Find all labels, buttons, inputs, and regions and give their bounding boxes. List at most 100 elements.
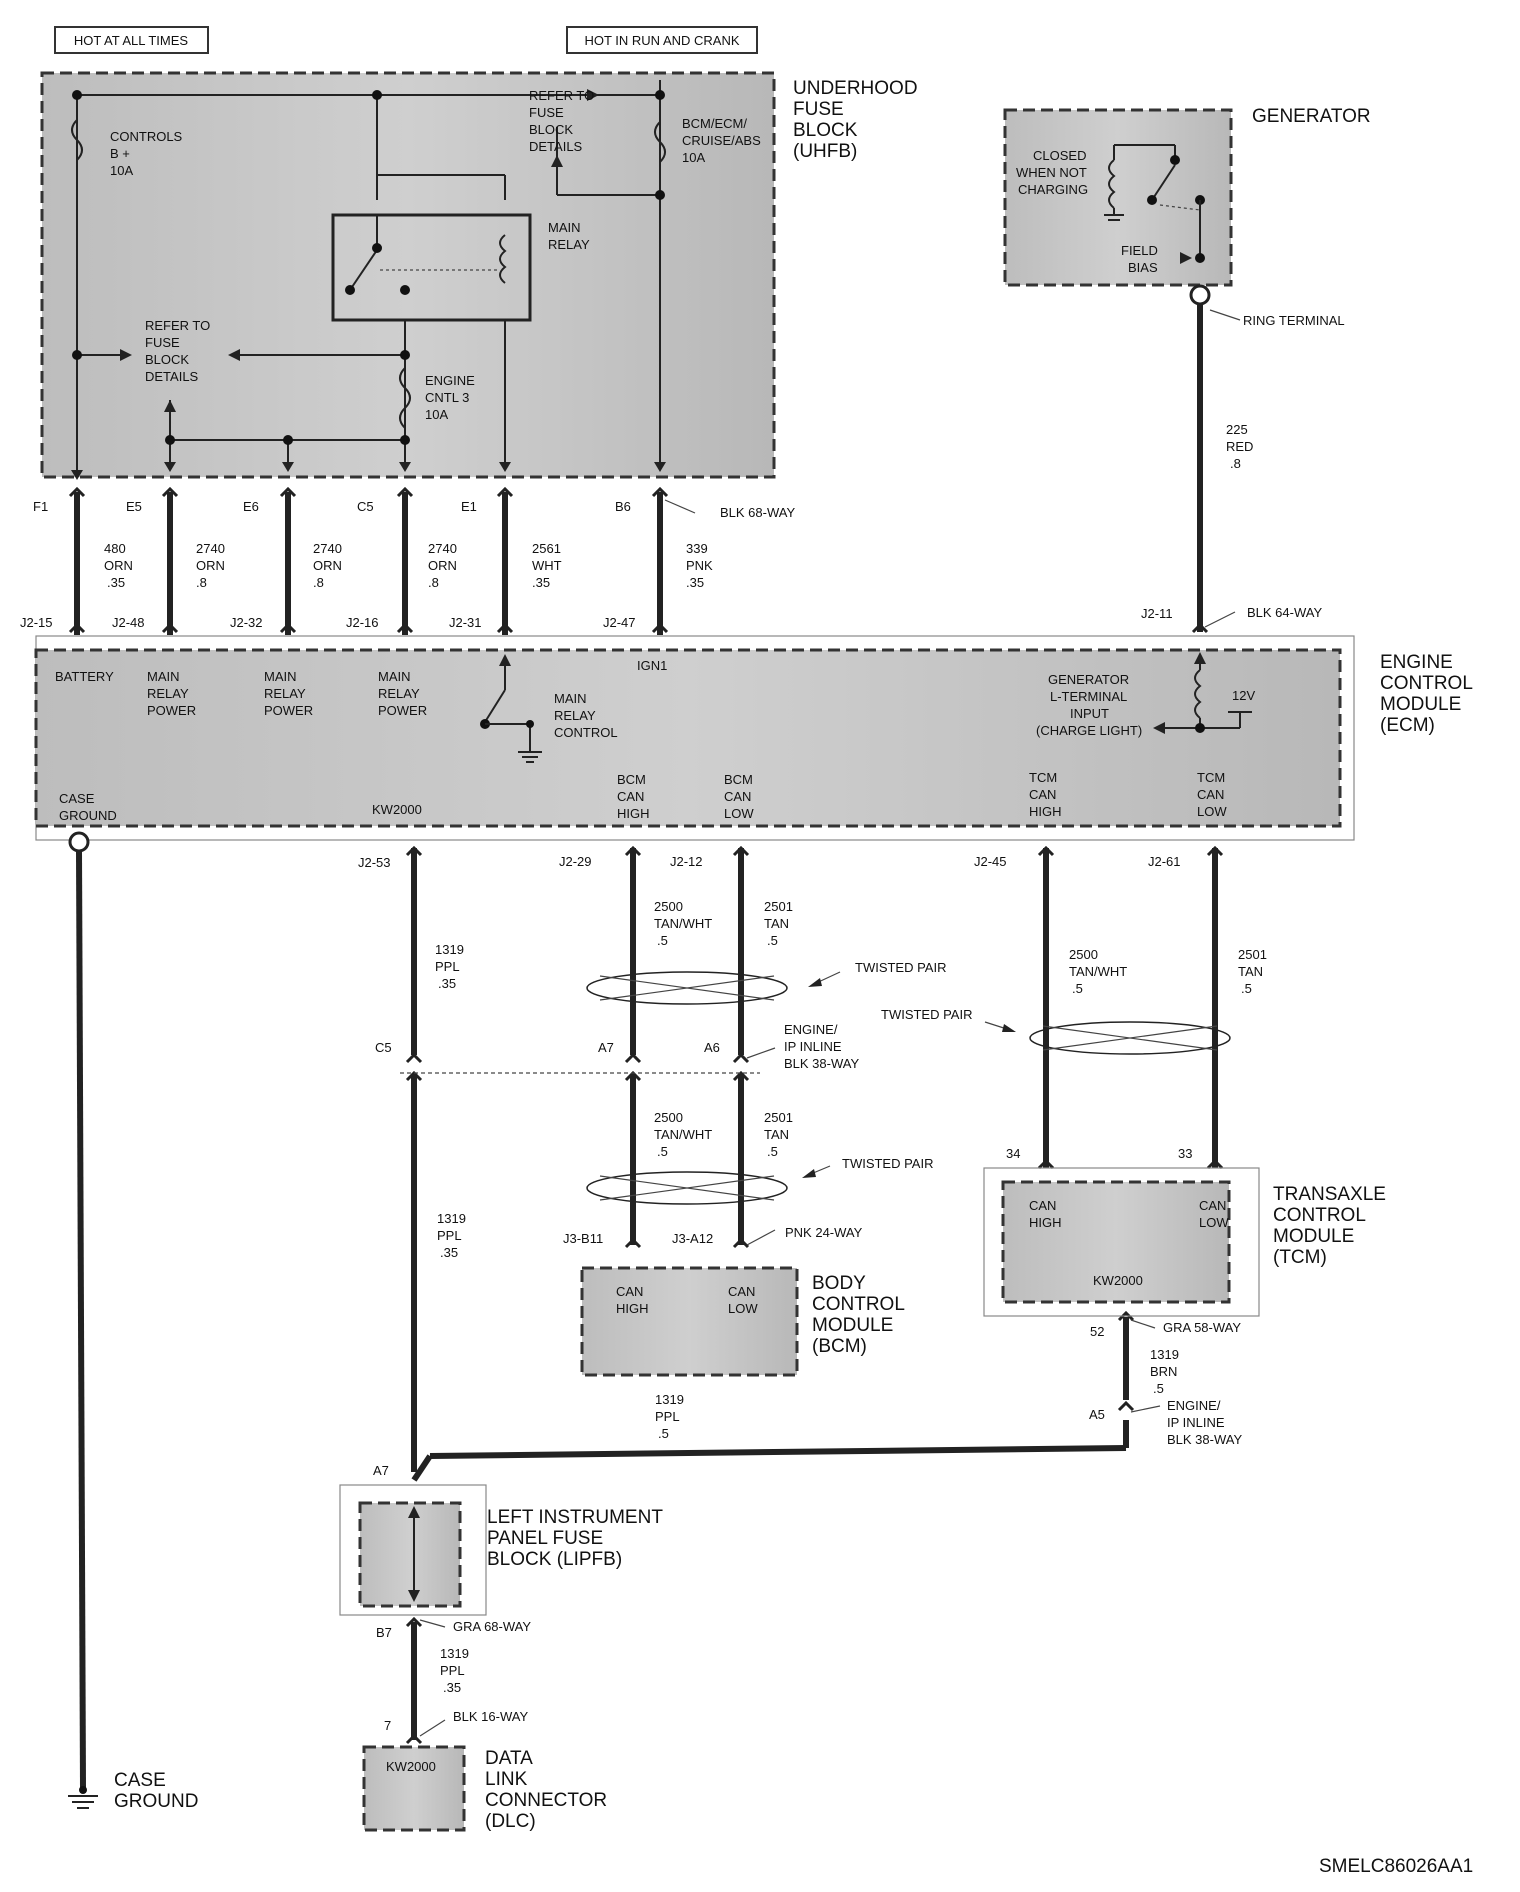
svg-text:(BCM): (BCM) bbox=[812, 1336, 867, 1357]
lipfb-pin-a7: A7 bbox=[373, 1463, 389, 1478]
svg-text:ORN: ORN bbox=[196, 558, 225, 573]
dlc-name: DATA LINK CONNECTOR (DLC) bbox=[485, 1748, 607, 1832]
svg-text:POWER: POWER bbox=[378, 703, 427, 718]
svg-text:PPL: PPL bbox=[655, 1409, 680, 1424]
svg-text:1319: 1319 bbox=[440, 1646, 469, 1661]
svg-text:REFER TO: REFER TO bbox=[529, 88, 594, 103]
generator-name: GENERATOR bbox=[1252, 106, 1371, 127]
svg-text:DETAILS: DETAILS bbox=[145, 369, 199, 384]
svg-text:.5: .5 bbox=[1241, 981, 1252, 996]
svg-text:CONTROL: CONTROL bbox=[1273, 1205, 1366, 1226]
lipfb-internal-link bbox=[408, 1506, 420, 1602]
ecm-12v-label: 12V bbox=[1232, 688, 1255, 703]
svg-text:DETAILS: DETAILS bbox=[529, 139, 583, 154]
svg-text:339: 339 bbox=[686, 541, 708, 556]
svg-text:.5: .5 bbox=[767, 1144, 778, 1159]
svg-text:J2-12: J2-12 bbox=[670, 854, 703, 869]
ecm-case-ground-label: CASE GROUND bbox=[59, 791, 117, 823]
svg-text:TAN/WHT: TAN/WHT bbox=[654, 1127, 712, 1142]
svg-text:HIGH: HIGH bbox=[617, 806, 650, 821]
svg-text:10A: 10A bbox=[425, 407, 448, 422]
svg-text:C5: C5 bbox=[357, 499, 374, 514]
ecm-module bbox=[34, 648, 1342, 828]
svg-text:34: 34 bbox=[1006, 1146, 1020, 1161]
svg-text:ORN: ORN bbox=[104, 558, 133, 573]
svg-text:ORN: ORN bbox=[313, 558, 342, 573]
svg-text:J3-B11: J3-B11 bbox=[563, 1231, 603, 1246]
svg-text:B +: B + bbox=[110, 146, 130, 161]
svg-text:LINK: LINK bbox=[485, 1769, 528, 1790]
svg-text:BRN: BRN bbox=[1150, 1364, 1177, 1379]
svg-text:CAN: CAN bbox=[1029, 787, 1056, 802]
generator-internals bbox=[1104, 144, 1205, 264]
ecm-relay-switch-icon bbox=[480, 654, 542, 763]
svg-text:J2-48: J2-48 bbox=[112, 615, 145, 630]
svg-text:CAN: CAN bbox=[617, 789, 644, 804]
svg-text:2500: 2500 bbox=[654, 1110, 683, 1125]
ring-terminal-label: RING TERMINAL bbox=[1243, 313, 1345, 328]
svg-text:HIGH: HIGH bbox=[1029, 804, 1062, 819]
svg-text:2501: 2501 bbox=[764, 899, 793, 914]
svg-text:(UHFB): (UHFB) bbox=[793, 141, 857, 162]
svg-text:.5: .5 bbox=[1072, 981, 1083, 996]
svg-text:TCM: TCM bbox=[1197, 770, 1225, 785]
lipfb-connector-label: GRA 68-WAY bbox=[453, 1619, 531, 1634]
svg-text:B6: B6 bbox=[615, 499, 631, 514]
svg-text:C5: C5 bbox=[375, 1040, 392, 1055]
uhfb-refer-top: REFER TO FUSE BLOCK DETAILS bbox=[529, 88, 594, 154]
svg-text:ENGINE/: ENGINE/ bbox=[1167, 1398, 1221, 1413]
svg-text:BLOCK: BLOCK bbox=[145, 352, 189, 367]
svg-text:CONTROLS: CONTROLS bbox=[110, 129, 183, 144]
generator-module bbox=[1003, 108, 1233, 287]
svg-text:2740: 2740 bbox=[428, 541, 457, 556]
svg-text:LOW: LOW bbox=[1199, 1215, 1229, 1230]
svg-text:.5: .5 bbox=[658, 1426, 669, 1441]
svg-text:BLK 38-WAY: BLK 38-WAY bbox=[1167, 1432, 1242, 1447]
lipfb-module bbox=[358, 1501, 462, 1608]
generator-switch-label: CLOSED WHEN NOT CHARGING bbox=[1016, 148, 1088, 197]
svg-text:A7: A7 bbox=[598, 1040, 614, 1055]
controls-fuse-icon bbox=[71, 119, 83, 161]
bcm-fuse-label: BCM/ECM/ CRUISE/ABS 10A bbox=[682, 116, 761, 165]
svg-text:RED: RED bbox=[1226, 439, 1253, 454]
twisted-pair-tcm-icon bbox=[1029, 1021, 1231, 1055]
svg-text:1319: 1319 bbox=[1150, 1347, 1179, 1362]
svg-text:(CHARGE LIGHT): (CHARGE LIGHT) bbox=[1036, 723, 1142, 738]
svg-text:BCM: BCM bbox=[617, 772, 646, 787]
hot-at-all-times-label: HOT AT ALL TIMES bbox=[74, 33, 188, 48]
svg-text:.5: .5 bbox=[657, 933, 668, 948]
svg-text:TCM: TCM bbox=[1029, 770, 1057, 785]
svg-text:1319: 1319 bbox=[437, 1211, 466, 1226]
main-relay-box bbox=[331, 213, 532, 322]
svg-text:J2-47: J2-47 bbox=[603, 615, 636, 630]
upper-connector-chevrons bbox=[68, 486, 1209, 634]
tcm-kw2000-label: KW2000 bbox=[1093, 1273, 1143, 1288]
svg-text:CAN: CAN bbox=[728, 1284, 755, 1299]
svg-text:PPL: PPL bbox=[437, 1228, 462, 1243]
svg-text:RELAY: RELAY bbox=[554, 708, 596, 723]
inline-connector-label-lower: ENGINE/ IP INLINE BLK 38-WAY bbox=[1167, 1398, 1242, 1447]
svg-text:RELAY: RELAY bbox=[548, 237, 590, 252]
ecm-name: ENGINE CONTROL MODULE (ECM) bbox=[1380, 652, 1473, 736]
svg-text:CAN: CAN bbox=[1197, 787, 1224, 802]
ecm-generator-input: GENERATOR L-TERMINAL INPUT (CHARGE LIGHT… bbox=[1036, 672, 1142, 738]
upper-wires bbox=[74, 492, 663, 635]
tcm-connector-pins: 34 33 52 bbox=[1006, 1146, 1192, 1339]
case-ground-label: CASE GROUND bbox=[114, 1770, 198, 1812]
svg-text:FUSE: FUSE bbox=[529, 105, 564, 120]
svg-text:.35: .35 bbox=[532, 575, 550, 590]
lower-wires bbox=[411, 848, 1218, 1740]
svg-text:GROUND: GROUND bbox=[59, 808, 117, 823]
svg-text:FIELD: FIELD bbox=[1121, 243, 1158, 258]
wire-1319-ppl-dlc-label: 1319 PPL .35 bbox=[440, 1646, 469, 1695]
svg-text:LEFT INSTRUMENT: LEFT INSTRUMENT bbox=[487, 1507, 663, 1528]
uhfb-name: UNDERHOOD FUSE BLOCK (UHFB) bbox=[793, 78, 918, 162]
ring-terminal-icon bbox=[1189, 284, 1211, 306]
bcm-connector-label: PNK 24-WAY bbox=[785, 1225, 863, 1240]
svg-text:CAN: CAN bbox=[616, 1284, 643, 1299]
svg-text:CAN: CAN bbox=[1029, 1198, 1056, 1213]
ecm-connector-pins: J2-15 J2-48 J2-32 J2-16 J2-31 J2-47 J2-1… bbox=[20, 606, 1173, 630]
svg-text:PPL: PPL bbox=[435, 959, 460, 974]
wire-2500-bcm-lower-label: 2500 TAN/WHT .5 bbox=[654, 1110, 712, 1159]
